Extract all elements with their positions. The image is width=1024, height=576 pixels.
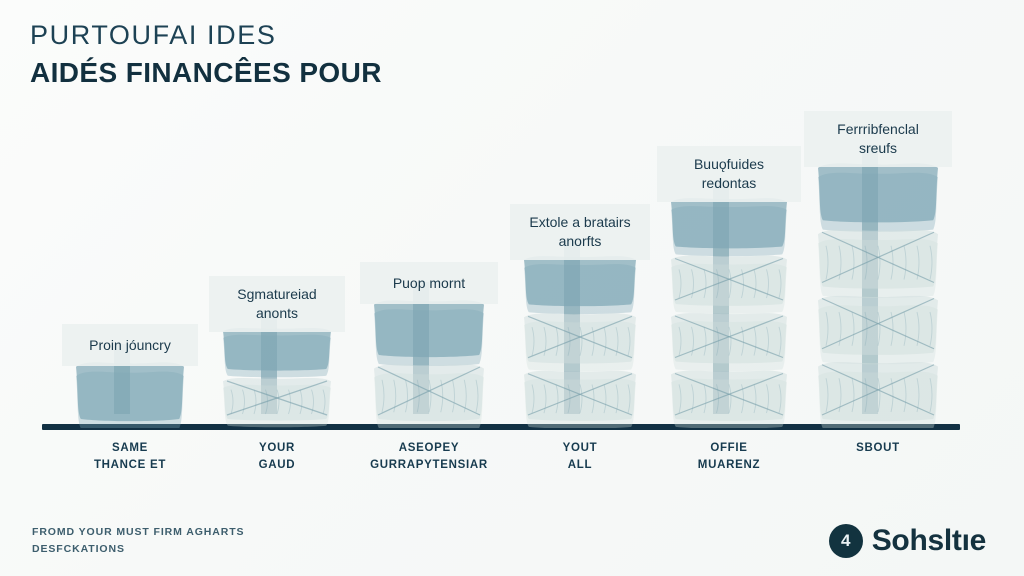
bar-shape[interactable] xyxy=(217,302,337,428)
bar-callout-line-1: Extole a bratairs xyxy=(529,214,631,231)
bar-callout-line-1: Proin jóuncry xyxy=(89,336,171,353)
title-line-1: PURTOUFAI IDES xyxy=(30,20,277,50)
x-axis-label-line-1: SAME xyxy=(111,442,149,454)
x-axis-label-line-2: GAUD xyxy=(258,458,296,471)
x-axis-label-line-2: ALL xyxy=(567,458,593,471)
x-axis-label-line-1: ASEOPEY xyxy=(398,442,460,454)
bar-callout-line-1: Ferrribfenclal xyxy=(837,121,919,138)
bar-callout-label[interactable]: Sgmatureiad anonts xyxy=(209,276,345,332)
page-title: PURTOUFAI IDES AIDÉS FINANCÊES POUR xyxy=(30,18,382,90)
x-axis-label-line-1: YOUR xyxy=(258,442,296,454)
x-axis-label-line-1: OFFIE xyxy=(710,442,748,454)
x-axis-label: YOUR GAUD xyxy=(182,440,372,473)
x-axis-label: YOUT ALL xyxy=(485,440,675,473)
title-line-2: AIDÉS FINANCÊES POUR xyxy=(30,56,382,88)
x-axis-label: SBOUT xyxy=(783,440,973,457)
x-axis-label-line-1: YOUT xyxy=(562,442,598,454)
x-axis-label-line-1: SBOUT xyxy=(856,442,900,454)
x-axis-label: OFFIE MUARENZ xyxy=(634,440,824,473)
bar-callout-line-2: redontas xyxy=(701,175,757,191)
x-axis-label: SAME THANCE ET xyxy=(35,440,225,473)
bar-callout-line-1: Puop mornt xyxy=(392,274,466,291)
x-axis-label-line-2: GURRAPYTENSIAR xyxy=(370,458,488,471)
bar-callout-label[interactable]: Puop mornt xyxy=(360,262,498,304)
bar-shape[interactable] xyxy=(518,230,642,428)
bar-callout-line-1: Sgmatureiad xyxy=(237,286,317,303)
bar-callout-label[interactable]: Proin jóuncry xyxy=(62,324,198,366)
x-axis-label-line-2: THANCE ET xyxy=(93,458,167,471)
footer-note: FROMD YOUR MUST FIRM AGHARTS DESFCKATION… xyxy=(32,524,244,559)
x-axis-label: ASEOPEY GURRAPYTENSIAR xyxy=(334,440,524,473)
bar-callout-line-1: Buuǫfuides xyxy=(693,156,765,173)
footer-note-line-1: FROMD YOUR MUST FIRM AGHARTS xyxy=(32,526,245,538)
bar-callout-label[interactable]: Extole a bratairs anorfts xyxy=(510,204,650,260)
bar-callout-line-2: anonts xyxy=(255,305,299,321)
bar-callout-label[interactable]: Buuǫfuides redontas xyxy=(657,146,801,202)
bar-shape[interactable] xyxy=(665,172,793,428)
bar-callout-line-2: anorfts xyxy=(558,233,602,249)
bar-callout-label[interactable]: Ferrribfenclal sreufs xyxy=(804,111,952,167)
brand-logo: 4 Sohsltıe xyxy=(828,524,987,558)
bar-shape[interactable] xyxy=(812,137,944,428)
bar-shape[interactable] xyxy=(70,336,190,428)
bar-shape[interactable] xyxy=(368,274,490,428)
bar-callout-line-2: sreufs xyxy=(858,140,898,156)
logo-wordmark: Sohsltıe xyxy=(871,524,987,557)
logo-glyph: 4 xyxy=(840,531,851,550)
footer-note-line-2: DESFCKATIONS xyxy=(32,543,125,556)
logo-circle-icon: 4 xyxy=(828,524,863,558)
x-axis-label-line-2: MUARENZ xyxy=(697,458,761,471)
chart-baseline xyxy=(42,424,960,430)
